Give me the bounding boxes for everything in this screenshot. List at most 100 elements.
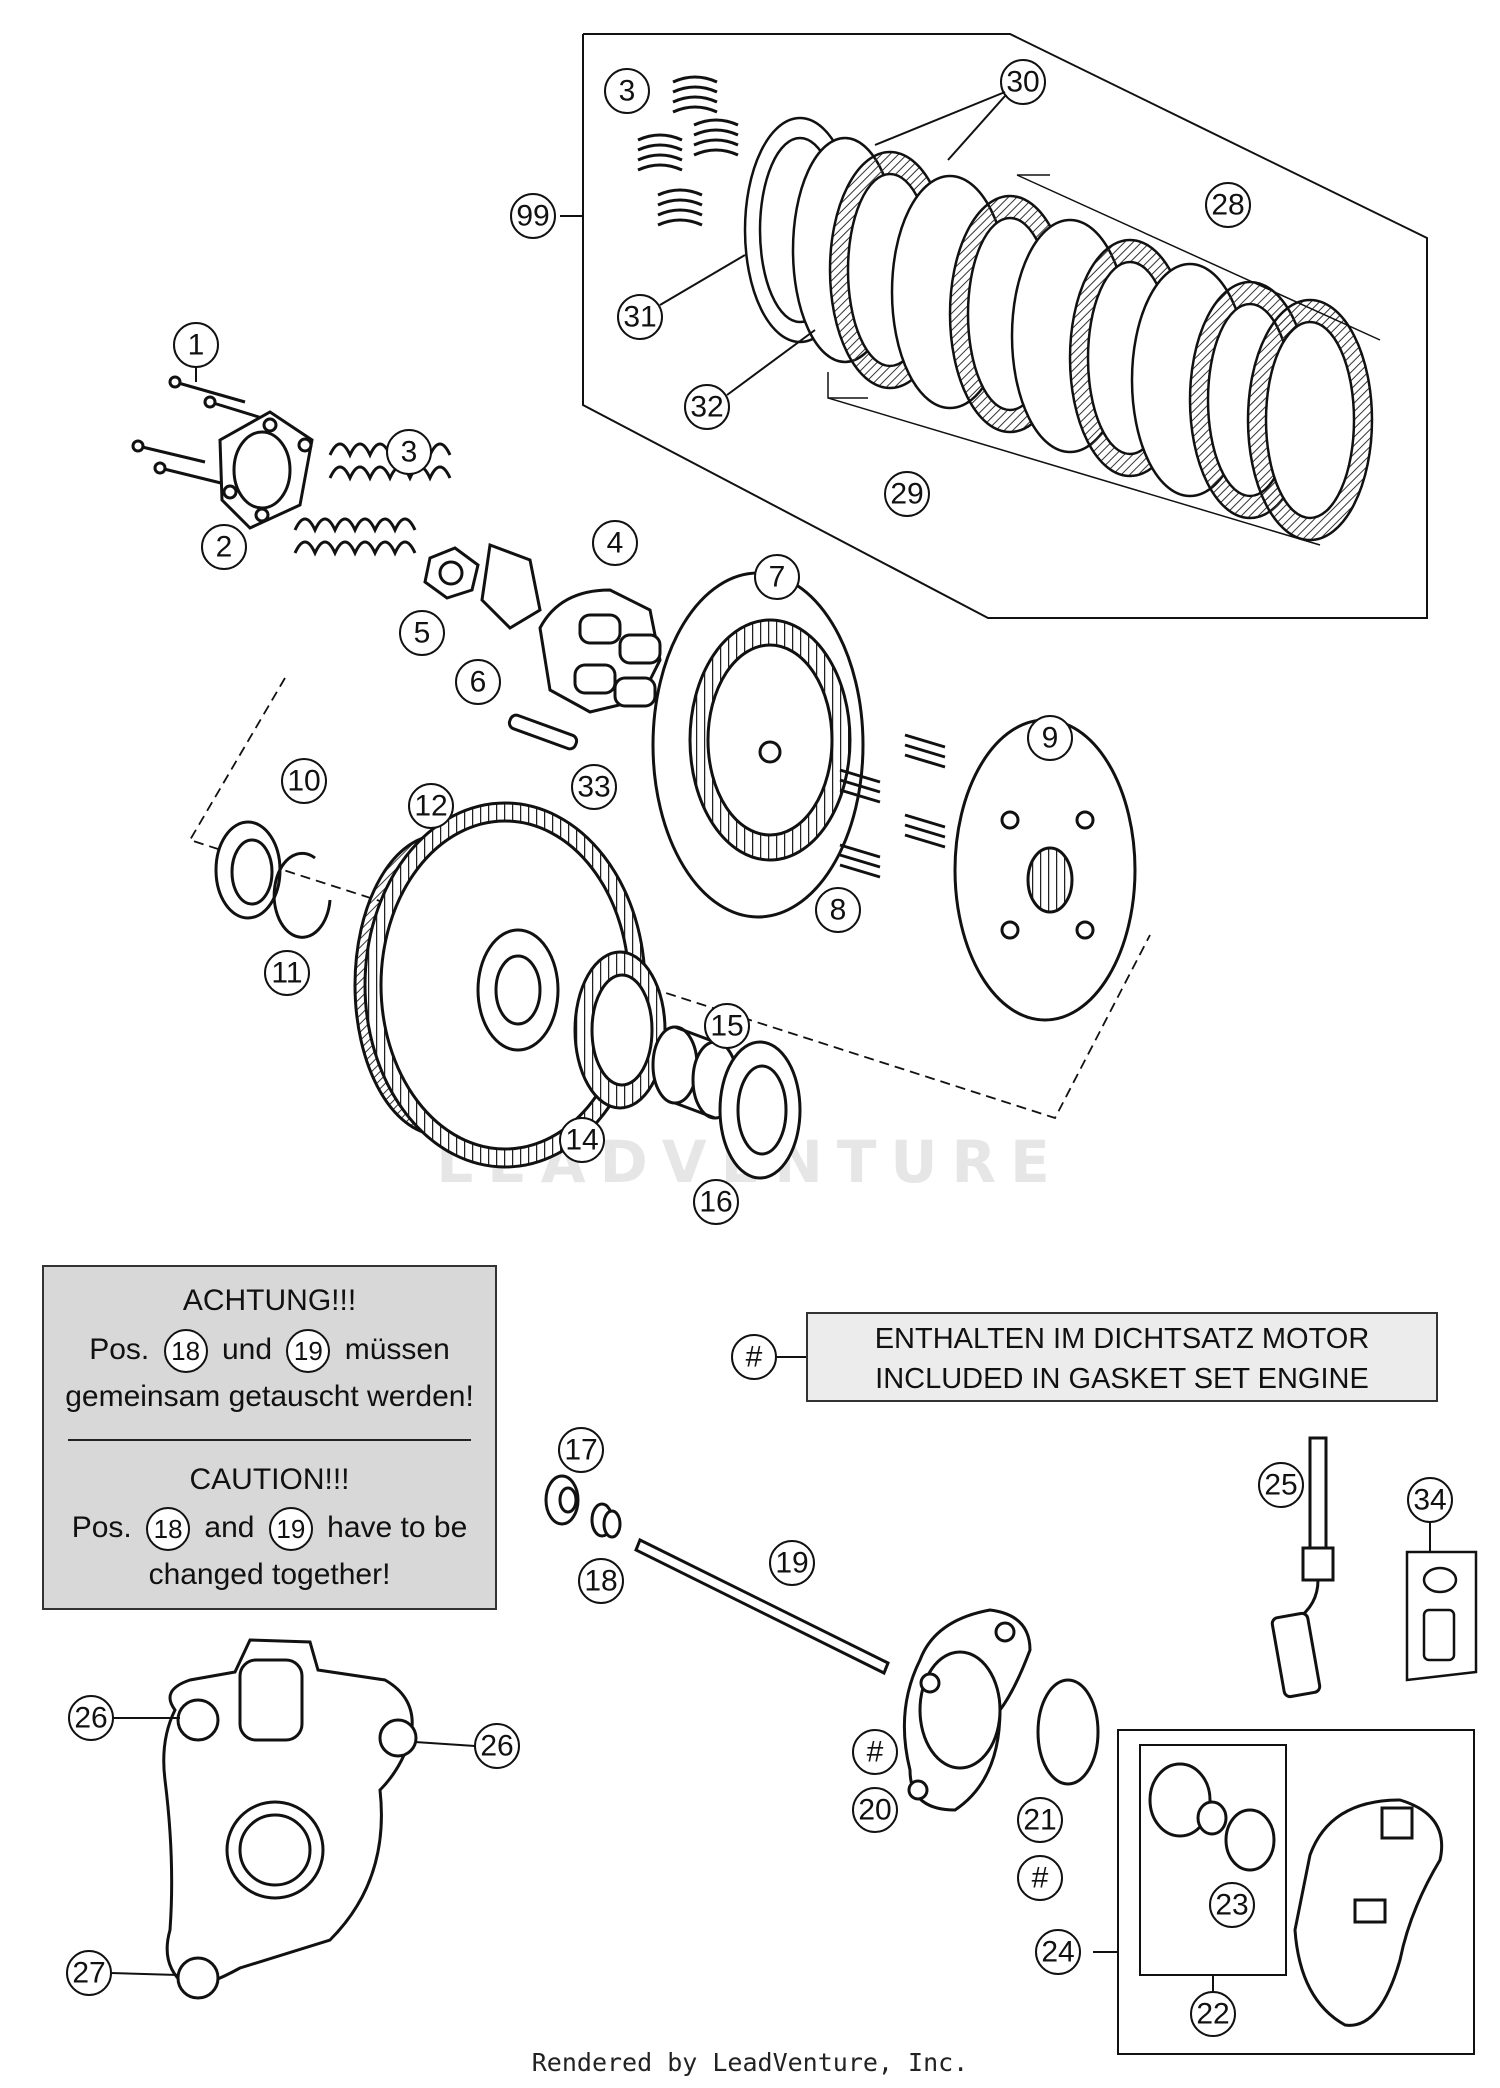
callout-16: 16 [693, 1179, 739, 1225]
callout-21-hash: # [1017, 1855, 1063, 1901]
callout-21: 21 [1017, 1797, 1063, 1843]
pushrod-pin [507, 713, 579, 751]
svg-text:32: 32 [690, 391, 723, 424]
callout-34: 34 [1407, 1477, 1453, 1552]
svg-text:12: 12 [414, 790, 447, 823]
kickstart-gear [573, 950, 667, 1110]
legend-line-en: INCLUDED IN GASKET SET ENGINE [875, 1363, 1369, 1395]
callout-15: 15 [704, 1003, 750, 1049]
ref-19-de: 19 [286, 1329, 331, 1373]
callout-4: 4 [592, 520, 638, 566]
pressure-plate [538, 588, 662, 714]
callout-18: 18 [578, 1558, 624, 1604]
svg-text:28: 28 [1211, 189, 1244, 222]
clutch-backing-plate [953, 718, 1137, 1022]
warning-divider [68, 1439, 471, 1441]
callout-20: 20 [852, 1787, 898, 1833]
callout-6: 6 [455, 659, 501, 705]
svg-text:26: 26 [74, 1702, 107, 1735]
pushrod-19 [634, 1537, 890, 1676]
svg-text:18: 18 [584, 1565, 617, 1598]
svg-text:17: 17 [564, 1434, 597, 1467]
inner-clutch-hub [651, 571, 865, 919]
callout-5: 5 [399, 610, 445, 656]
breather-fitting-25 [1270, 1436, 1335, 1699]
callout-24: 24 [1035, 1929, 1081, 1975]
svg-text:#: # [746, 1341, 763, 1374]
gasket-set-legend: ENTHALTEN IM DICHTSATZ MOTOR INCLUDED IN… [806, 1312, 1438, 1402]
warning-title-en: CAUTION!!! [189, 1463, 350, 1496]
warning-note-box: ACHTUNG!!! Pos. 18 und 19 müssen gemeins… [42, 1265, 497, 1610]
callout-32: 32 [684, 329, 816, 430]
svg-text:9: 9 [1042, 722, 1059, 755]
svg-text:3: 3 [619, 75, 636, 108]
warning-title-de: ACHTUNG!!! [182, 1284, 357, 1317]
svg-text:31: 31 [623, 301, 656, 334]
callout-2: 2 [201, 524, 247, 570]
bearing-17 [544, 1474, 580, 1526]
callout-20-hash: # [852, 1729, 898, 1775]
callout-27: 27 [66, 1950, 179, 1996]
svg-text:#: # [1032, 1862, 1049, 1895]
callout-23: 23 [1209, 1882, 1255, 1928]
svg-text:1: 1 [188, 329, 205, 362]
warning-line2-en: changed together! [148, 1558, 391, 1591]
svg-text:22: 22 [1196, 1998, 1229, 2031]
ref-19-en: 19 [268, 1507, 313, 1551]
clutch-plates-stack [743, 116, 1374, 542]
slave-cylinder-24 [1293, 1798, 1444, 2027]
svg-text:26: 26 [480, 1730, 513, 1763]
svg-text:27: 27 [72, 1957, 105, 1990]
svg-text:34: 34 [1413, 1484, 1446, 1517]
callout-7: 7 [754, 554, 800, 600]
svg-text:10: 10 [287, 765, 320, 798]
nut-and-lockwasher [423, 542, 542, 630]
svg-text:14: 14 [565, 1124, 598, 1157]
svg-text:99: 99 [516, 200, 549, 233]
svg-text:8: 8 [830, 894, 847, 927]
callout-25: 25 [1258, 1462, 1304, 1508]
svg-text:15: 15 [710, 1010, 743, 1043]
clutch-springs-kit [637, 75, 739, 227]
ref-18-en: 18 [146, 1507, 191, 1551]
legend-line-de: ENTHALTEN IM DICHTSATZ MOTOR [874, 1323, 1370, 1355]
callout-29: 29 [884, 471, 930, 517]
seal-ring [214, 820, 332, 939]
callout-26-left: 26 [68, 1695, 180, 1741]
svg-text:30: 30 [1006, 66, 1039, 99]
callout-3-top: 3 [604, 68, 650, 114]
clutch-cover [162, 1638, 418, 2000]
footer-credit: Rendered by LeadVenture, Inc. [531, 2048, 969, 2077]
callout-22: 22 [1190, 1991, 1236, 2037]
svg-text:20: 20 [858, 1794, 891, 1827]
callout-1: 1 [173, 322, 219, 382]
callout-28: 28 [1205, 182, 1251, 228]
callout-10: 10 [281, 758, 327, 804]
callout-3: 3 [386, 429, 432, 475]
svg-text:25: 25 [1264, 1469, 1297, 1502]
svg-text:#: # [867, 1736, 884, 1769]
o-ring-21 [1036, 1678, 1100, 1786]
spring-retainer-plate [218, 410, 314, 530]
svg-text:16: 16 [699, 1186, 732, 1219]
svg-text:4: 4 [607, 527, 624, 560]
callout-11: 11 [264, 950, 310, 996]
callout-17: 17 [558, 1427, 604, 1473]
slave-cylinder-frame [1093, 1729, 1475, 2055]
callout-33: 33 [571, 764, 617, 810]
ref-18-de: 18 [163, 1329, 208, 1373]
slave-piston-23 [1148, 1762, 1276, 1872]
callout-8: 8 [815, 887, 861, 933]
svg-text:24: 24 [1041, 1936, 1074, 1969]
svg-text:7: 7 [769, 561, 786, 594]
thrust-washer [718, 1040, 802, 1180]
svg-text:3: 3 [401, 436, 418, 469]
svg-text:6: 6 [470, 666, 487, 699]
warning-line1-de: Pos. 18 und 19 müssen [44, 1329, 495, 1373]
callout-26-right: 26 [414, 1723, 520, 1769]
clutch-kit-frame [560, 33, 1428, 619]
plates-leader-lines [827, 174, 1381, 546]
callout-31: 31 [617, 254, 746, 340]
warning-line1-en: Pos. 18 and 19 have to be [44, 1507, 495, 1551]
